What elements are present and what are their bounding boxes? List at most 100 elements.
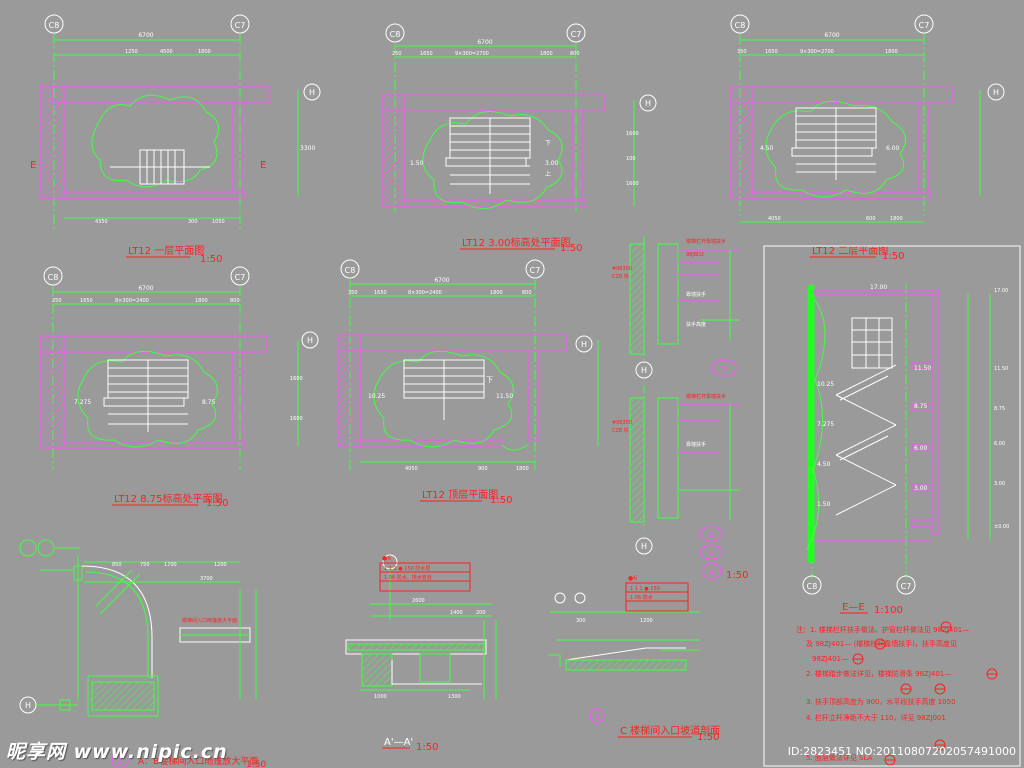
svg-text:●6: ●6 — [628, 575, 637, 582]
svg-text:8×300=2400: 8×300=2400 — [115, 298, 149, 304]
note-line-7: 5. 面层做法详见 SLA — [806, 753, 873, 762]
svg-text:300: 300 — [576, 618, 586, 624]
svg-text:1 06 防水: 1 06 防水 — [630, 594, 653, 601]
svg-text:4050: 4050 — [768, 216, 781, 222]
svg-text:下: 下 — [486, 376, 493, 384]
svg-text:扶手高度: 扶手高度 — [686, 321, 706, 328]
svg-text:2600: 2600 — [412, 598, 425, 604]
svg-text:6700: 6700 — [138, 285, 153, 292]
plan-title-1: LT12 一层平面图 — [128, 245, 204, 257]
detail-c-title: C 楼梯间入口坡道剖面 — [620, 724, 720, 737]
svg-text:8×300=2400: 8×300=2400 — [408, 290, 442, 296]
svg-text:#06350: #06350 — [612, 420, 632, 426]
note-line-3: 98ZJ401— — [812, 655, 848, 663]
plan-scale-2: 1:50 — [560, 243, 582, 254]
svg-text:350: 350 — [348, 290, 358, 296]
plan-scale-1: 1:50 — [200, 254, 222, 265]
node-number-6: 6 — [708, 530, 713, 539]
svg-text:6.00: 6.00 — [994, 441, 1005, 447]
watermark-id: ID:2823451 NO:20110807202057491000 — [787, 745, 1016, 758]
svg-text:1 1 1 ● 150: 1 1 1 ● 150 — [630, 586, 660, 592]
svg-text:800: 800 — [230, 298, 240, 304]
svg-text:1 06 防水、排水管道: 1 06 防水、排水管道 — [384, 574, 432, 581]
svg-text:1600: 1600 — [626, 131, 639, 137]
svg-text:H: H — [25, 701, 31, 710]
axis-label-a: C8 — [390, 30, 401, 39]
design-notes: 注：1. 楼梯栏杆扶手做法、护窗栏杆做法见 98ZJ401— 及 98ZJ401… — [796, 621, 998, 766]
svg-text:4.50: 4.50 — [760, 145, 774, 152]
svg-text:下: 下 — [545, 140, 551, 147]
section-title: E—E — [842, 602, 865, 613]
svg-text:CZ8 块: CZ8 块 — [612, 273, 629, 280]
svg-text:1200: 1200 — [214, 562, 227, 568]
svg-text:1800: 1800 — [195, 298, 208, 304]
svg-text:1800: 1800 — [198, 49, 211, 55]
detail-c-number: 2 — [594, 713, 600, 723]
svg-text:1.50: 1.50 — [817, 501, 831, 508]
svg-text:7.275: 7.275 — [817, 421, 834, 428]
svg-text:1 1 1 ● 150 防水层: 1 1 1 ● 150 防水层 — [384, 565, 430, 572]
axis-label-a: C8 — [735, 21, 746, 30]
svg-text:1400: 1400 — [450, 610, 463, 616]
note-line-5: 3. 扶手顶部高度为 900，水平段扶手高度 1050 — [806, 697, 956, 706]
section-e-e: 10.25 7.275 4.50 1.50 11.50 8.75 6.00 3.… — [802, 284, 1009, 595]
plan-scale-3: 1:50 — [882, 251, 904, 262]
svg-text:H: H — [307, 336, 313, 345]
node-number-7: 7 — [721, 365, 727, 375]
svg-text:1650: 1650 — [765, 49, 778, 55]
section-mark-left: E — [30, 160, 36, 171]
svg-text:6700: 6700 — [477, 39, 492, 46]
svg-text:9×300=2700: 9×300=2700 — [800, 49, 834, 55]
svg-text:350: 350 — [737, 49, 747, 55]
note-line-1: 注：1. 楼梯栏杆扶手做法、护窗栏杆做法见 98ZJ401— — [796, 625, 969, 634]
svg-text:1.50: 1.50 — [410, 160, 424, 167]
svg-text:9×300=2700: 9×300=2700 — [455, 51, 489, 57]
svg-text:17.00: 17.00 — [870, 284, 887, 291]
svg-text:200: 200 — [476, 610, 486, 616]
plan-title-3: LT12 二层平面图 — [812, 245, 888, 257]
detail-aa-scale: 1:50 — [416, 742, 438, 753]
node-number-5: 5 — [708, 548, 713, 557]
svg-text:10.25: 10.25 — [368, 393, 385, 400]
svg-text:250: 250 — [52, 298, 62, 304]
svg-text:H: H — [581, 340, 587, 349]
plan-scale-5: 1:50 — [490, 495, 512, 506]
svg-text:1000: 1000 — [374, 694, 387, 700]
detail-c-scale: 1:50 — [697, 732, 719, 743]
svg-text:98J8D2: 98J8D2 — [686, 252, 704, 258]
detail-a-number: 1 — [117, 757, 123, 767]
svg-text:7.275: 7.275 — [74, 399, 91, 406]
svg-text:3.00: 3.00 — [994, 481, 1005, 487]
svg-text:CZ8 块: CZ8 块 — [612, 427, 629, 434]
svg-text:1300: 1300 — [448, 694, 461, 700]
node-scale: 1:50 — [726, 570, 748, 581]
note-line-6: 4. 栏杆立杆净距不大于 110，详见 98ZJ001 — [806, 713, 946, 722]
svg-text:6.00: 6.00 — [914, 445, 928, 452]
svg-text:6.00: 6.00 — [886, 145, 900, 152]
detail-aa-title: A'—A' — [384, 737, 413, 748]
axis-label-b: C7 — [919, 21, 930, 30]
svg-text:1800: 1800 — [885, 49, 898, 55]
svg-text:±0.00: ±0.00 — [994, 524, 1009, 530]
svg-text:1700: 1700 — [164, 562, 177, 568]
svg-text:800: 800 — [570, 51, 580, 57]
svg-text:靠墙扶手: 靠墙扶手 — [686, 441, 706, 448]
svg-text:3.00: 3.00 — [914, 485, 928, 492]
svg-text:1600: 1600 — [290, 416, 303, 422]
svg-text:1650: 1650 — [420, 51, 433, 57]
svg-text:900: 900 — [478, 466, 488, 472]
axis-label-a: C8 — [48, 273, 59, 282]
axis-label-b: C7 — [901, 582, 912, 591]
svg-text:1800: 1800 — [490, 290, 503, 296]
axis-label-b: C7 — [530, 266, 541, 275]
plan-second-floor: C8 C7 6700 350 1650 9×300=2700 1800 4.50… — [729, 14, 1005, 223]
plan-title-4: LT12 8.75标高处平面图 — [114, 492, 222, 505]
svg-text:1600: 1600 — [290, 376, 303, 382]
svg-text:4.50: 4.50 — [817, 461, 831, 468]
svg-text:11.50: 11.50 — [914, 365, 931, 372]
plan-title-5: LT12 顶层平面图 — [422, 489, 498, 501]
detail-entrance-canopy: 850 750 1700 3700 1200 楼梯间入口雨篷放大平面 H 1 — [19, 539, 257, 768]
axis-label-a: C8 — [49, 21, 60, 30]
svg-text:1650: 1650 — [374, 290, 387, 296]
